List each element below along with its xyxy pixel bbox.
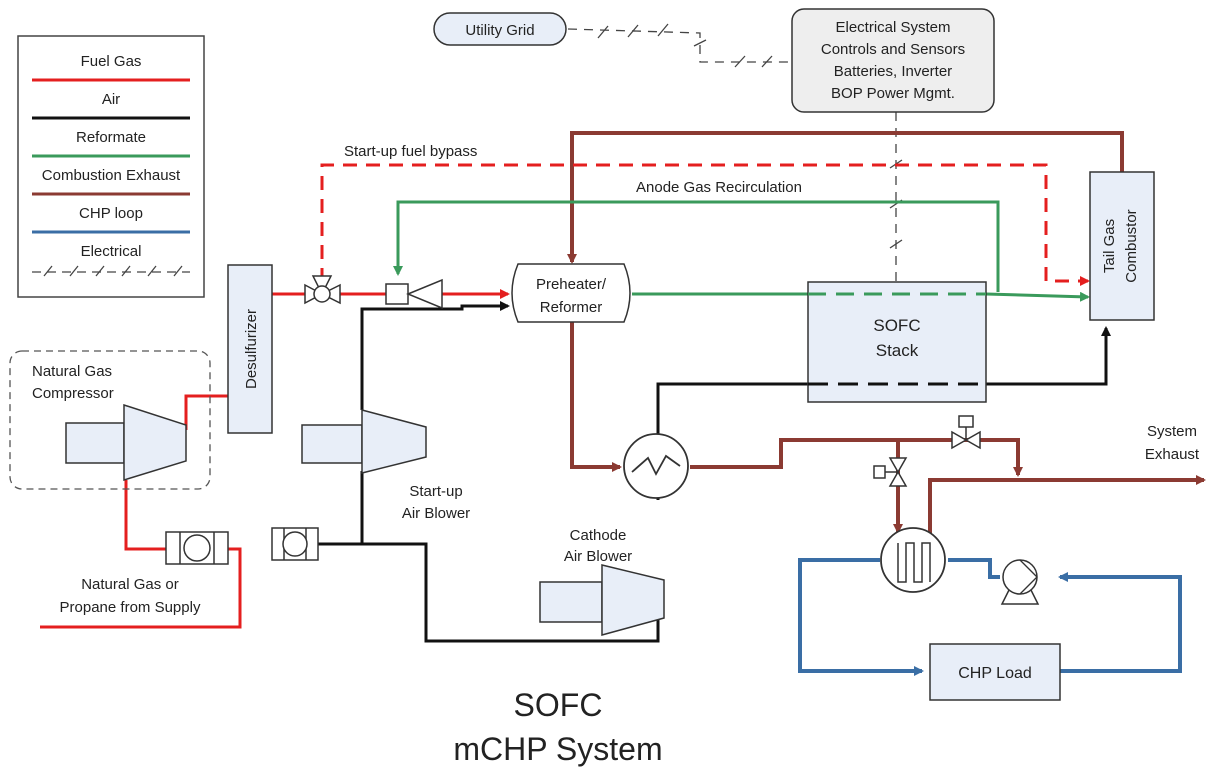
legend-label-reformate: Reformate	[76, 129, 146, 146]
natural-gas-compressor: Natural Gas Compressor	[9, 350, 211, 490]
legend: Fuel Gas Air Reformate Combustion Exhaus…	[17, 35, 205, 298]
legend-electrical-swatch	[32, 265, 190, 277]
sofc-stack: SOFC Stack	[807, 281, 987, 403]
preheater-label-1: Preheater/	[536, 276, 607, 293]
compressor-label-1: Natural Gas	[32, 363, 112, 380]
air-heat-exchanger	[623, 433, 689, 499]
supply-label-2: Propane from Supply	[60, 599, 201, 616]
legend-label-chp-loop: CHP loop	[79, 205, 143, 222]
preheater-reformer: Preheater/ Reformer	[511, 263, 631, 323]
reformate-to-combustor	[985, 291, 1090, 302]
chp-pump	[1000, 559, 1040, 605]
electrical-system-label-1: Electrical System	[835, 19, 950, 36]
cathode-blower-label-1: Cathode	[570, 527, 627, 544]
utility-grid-label: Utility Grid	[465, 22, 534, 39]
system-exhaust-label-2: Exhaust	[1145, 446, 1200, 463]
combustor-label-2: Combustor	[1123, 209, 1140, 282]
chp-load: CHP Load	[929, 643, 1061, 701]
legend-label-combustion-exhaust: Combustion Exhaust	[42, 167, 181, 184]
cathode-blower-label-2: Air Blower	[564, 548, 632, 565]
startup-blower-label-1: Start-up	[409, 483, 462, 500]
chp-heat-exchanger	[880, 527, 946, 593]
exhaust-valve-vertical	[873, 457, 908, 487]
electrical-system-label-3: Batteries, Inverter	[834, 63, 952, 80]
air-lines	[318, 301, 1111, 643]
combustor-label-1: Tail Gas	[1101, 219, 1118, 273]
diagram-title-line-1: SOFC	[514, 687, 603, 723]
chp-load-label: CHP Load	[958, 665, 1032, 682]
electrical-system-label-4: BOP Power Mgmt.	[831, 85, 955, 102]
cathode-air-blower: Cathode Air Blower	[539, 527, 665, 636]
anode-recirculation-line	[393, 200, 1000, 292]
electrical-system-box: Electrical System Controls and Sensors B…	[791, 8, 995, 113]
exhaust-lines	[567, 131, 1206, 540]
gas-flow-meter	[165, 531, 229, 565]
desulfurizer-label: Desulfurizer	[243, 309, 260, 389]
diagram-title-line-2: mCHP System	[453, 731, 662, 767]
fuel-lines	[40, 289, 510, 629]
legend-label-air: Air	[102, 91, 120, 108]
utility-grid: Utility Grid	[433, 12, 567, 46]
electrical-system-label-2: Controls and Sensors	[821, 41, 965, 58]
legend-label-fuel-gas: Fuel Gas	[81, 53, 142, 70]
startup-fuel-bypass-label: Start-up fuel bypass	[344, 143, 477, 160]
supply-label-1: Natural Gas or	[81, 576, 179, 593]
tail-gas-combustor: Tail Gas Combustor	[1089, 171, 1155, 321]
sofc-stack-label-1: SOFC	[873, 316, 920, 335]
air-flow-meter	[271, 527, 319, 561]
three-way-valve	[304, 275, 341, 305]
electrical-lines	[567, 23, 903, 288]
startup-blower-label-2: Air Blower	[402, 505, 470, 522]
ejector	[385, 278, 443, 310]
exhaust-valve-horizontal	[951, 415, 981, 450]
preheater-label-2: Reformer	[540, 299, 603, 316]
chp-loop-lines	[798, 558, 1182, 676]
legend-label-electrical: Electrical	[81, 243, 142, 260]
sofc-stack-label-2: Stack	[876, 341, 919, 360]
compressor-label-2: Compressor	[32, 385, 114, 402]
anode-recirculation-label: Anode Gas Recirculation	[636, 179, 802, 196]
startup-fuel-bypass-line	[320, 163, 1090, 286]
desulfurizer: Desulfurizer	[227, 264, 273, 434]
system-exhaust-label-1: System	[1147, 423, 1197, 440]
startup-air-blower: Start-up Air Blower	[301, 409, 470, 522]
